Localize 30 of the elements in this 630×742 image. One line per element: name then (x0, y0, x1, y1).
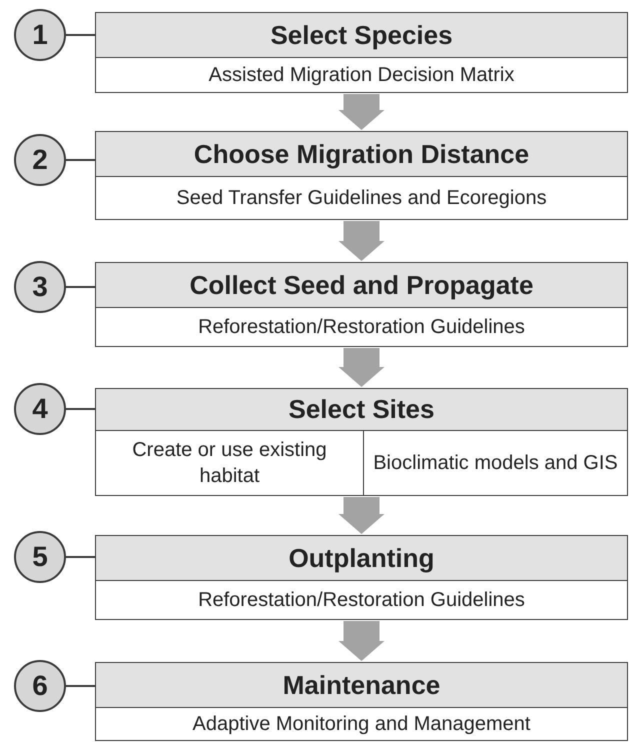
block-arrow (338, 94, 384, 130)
step-heading: Outplanting (96, 536, 627, 581)
connector-line (66, 556, 95, 558)
step-description: Adaptive Monitoring and Management (192, 712, 532, 736)
sub-step-cell: Create or use existing habitat (96, 431, 364, 496)
connector-line (66, 159, 95, 161)
step-box (95, 662, 628, 741)
block-arrow (338, 497, 384, 534)
connector-line (66, 286, 95, 288)
step-heading: Choose Migration Distance (96, 132, 627, 177)
step-box (95, 131, 628, 220)
block-arrow (338, 348, 384, 387)
step-box (95, 12, 628, 93)
step-heading: Select Species (96, 13, 627, 58)
step-heading: Maintenance (96, 663, 627, 708)
sub-step-cell: Bioclimatic models and GIS (364, 431, 627, 496)
connector-line (66, 685, 95, 687)
block-arrow (338, 621, 384, 661)
step-description: Seed Transfer Guidelines and Ecoregions (175, 186, 548, 210)
block-arrow (338, 221, 384, 261)
step-heading: Select Sites (96, 389, 627, 431)
step-description: Reforestation/Restoration Guidelines (197, 588, 526, 612)
connector-line (66, 34, 95, 36)
connector-line (66, 408, 95, 410)
step-heading: Collect Seed and Propagate (96, 263, 627, 308)
step-box (95, 388, 628, 496)
step-description: Assisted Migration Decision Matrix (208, 62, 516, 88)
step-box (95, 262, 628, 347)
step-description: Reforestation/Restoration Guidelines (197, 314, 526, 340)
step-box (95, 535, 628, 620)
